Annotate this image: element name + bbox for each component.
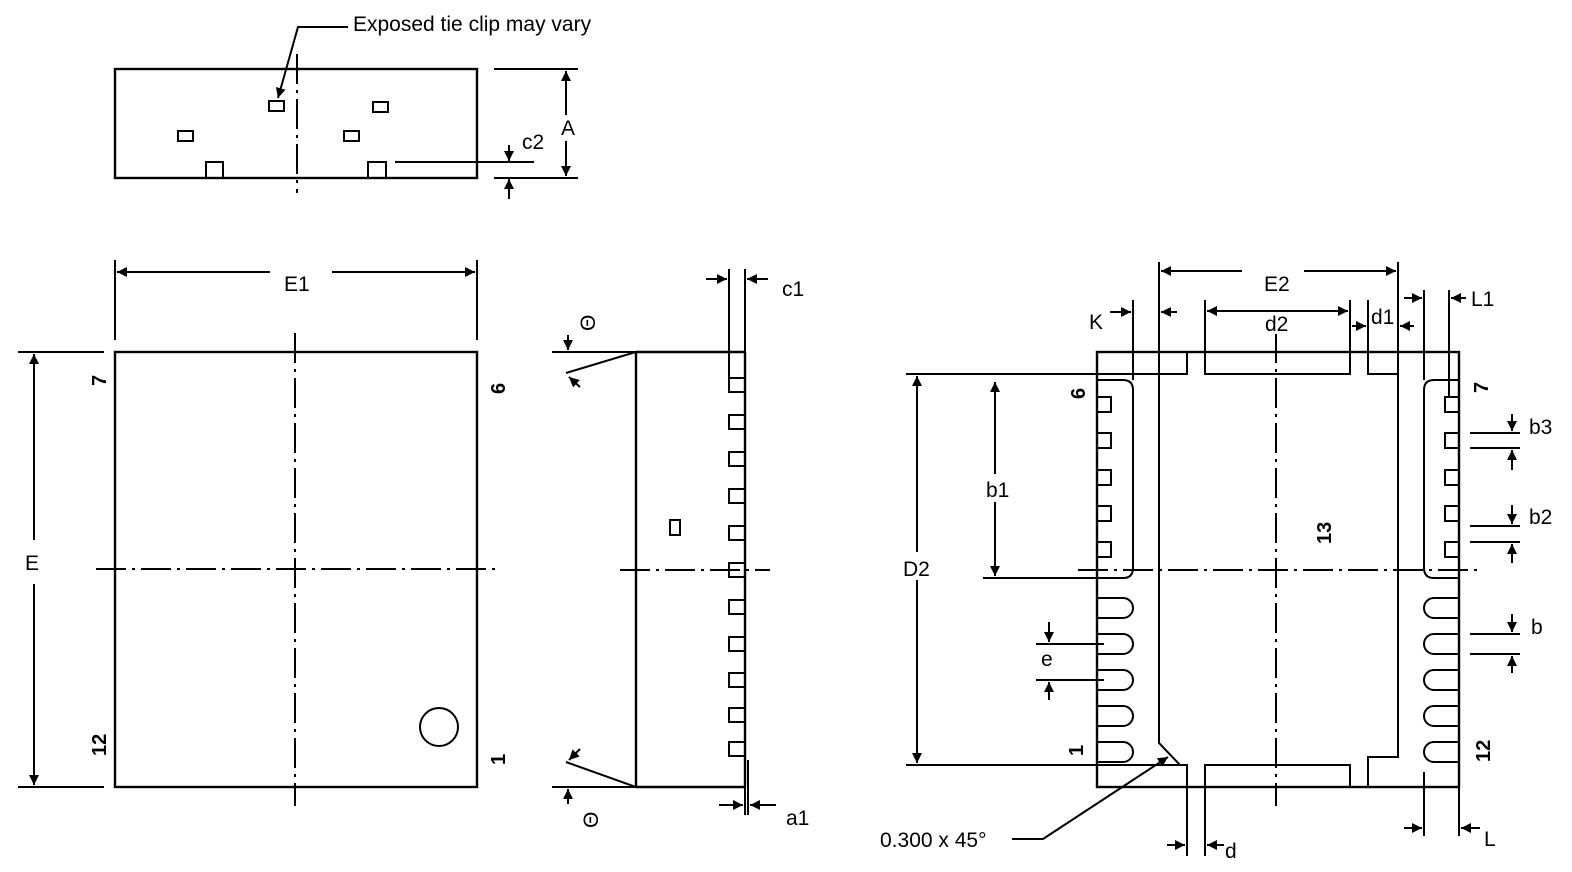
lead-pad [1096,505,1112,522]
pin-label-1: 1 [1066,745,1088,756]
lead-pad [1444,469,1460,486]
lead-u [1097,705,1134,727]
left-lead-frame [1097,379,1134,579]
lead-u [1097,597,1134,619]
lead-u [1097,633,1134,655]
lead-slot [728,562,746,578]
dim-label-c2: c2 [522,131,544,154]
dim-label-k: K [1089,311,1103,334]
lead-slot [728,525,746,541]
pin-label-12: 12 [89,734,111,756]
dim-label-c1: c1 [782,278,804,301]
top-view: E1 E 7 6 12 1 [18,260,510,806]
chamfer-note: 0.300 x 45° [880,829,986,852]
pin-label-7: 7 [1471,382,1493,393]
lead-pad [1444,541,1460,558]
pin-label-6: 6 [1068,388,1090,399]
bottom-view: 6 7 1 12 13 E2 K d2 d1 L1 [880,258,1552,863]
lead-u [1423,705,1459,727]
lead-slot [728,741,746,757]
theta-arrow [568,376,581,388]
dim-label-l: L [1484,828,1496,851]
right-lead-frame [1423,379,1459,579]
tie-clip [268,100,285,112]
lead-slot [728,414,746,430]
pin-label-1: 1 [488,754,510,765]
dim-label-d2-vertical: D2 [903,558,930,581]
dim-label-e-pitch: e [1041,648,1053,671]
dim-label-b1: b1 [986,479,1009,502]
tie-clip [372,101,389,113]
lead-slot [728,377,746,393]
tie-clip [177,130,194,142]
dim-label-a1: a1 [786,807,809,830]
dim-label-b2: b2 [1529,506,1552,529]
tie-clip-note: Exposed tie clip may vary [353,13,592,36]
lead-pad [1444,505,1460,522]
lead-u [1423,633,1459,655]
draft-angle-line [565,351,637,374]
lead-u [1423,741,1459,763]
dim-label-d: d [1225,840,1237,863]
side-view: Exposed tie clip may vary A c2 [113,13,592,199]
dim-label-e1: E1 [284,273,310,296]
exposed-pad [1158,352,1399,787]
pin-label-13: 13 [1314,522,1336,544]
chamfer-leader [1012,756,1169,840]
dim-label-theta-bottom: Θ [580,812,603,828]
tie-clip [669,519,681,536]
dim-label-d1: d1 [1371,306,1394,329]
dim-label-d2: d2 [1265,313,1288,336]
pin1-indicator [419,707,459,747]
lead-slot [728,599,746,615]
lead-u [1423,597,1459,619]
theta-arrow [568,748,581,761]
lead-pad [1096,432,1112,449]
dim-label-e: E [25,552,39,575]
lead-foot [367,161,387,178]
lead-foot [205,161,224,178]
dim-label-a: A [561,117,575,140]
lead-pad [1096,469,1112,486]
pin-label-6: 6 [488,383,510,394]
dim-label-b: b [1531,616,1543,639]
lead-slot [728,488,746,504]
dim-label-e2: E2 [1264,273,1290,296]
dim-label-theta-top: Θ [577,315,600,331]
lead-pad [1444,396,1460,413]
lead-u [1423,669,1459,691]
dim-label-b3: b3 [1529,416,1552,439]
lead-pad [1096,541,1112,558]
lead-slot [728,707,746,723]
tie-clip-leader [275,26,348,99]
draft-angle-line [565,761,637,788]
lead-slot [728,672,746,688]
lead-u [1097,669,1134,691]
dim-label-l1: L1 [1471,288,1494,311]
lead-pad [1444,432,1460,449]
tie-clip [343,130,360,142]
lead-slot [728,451,746,467]
pin-label-7: 7 [89,375,111,386]
pin-label-12: 12 [1473,740,1495,762]
end-view: Θ Θ c1 a1 [552,269,809,830]
lead-pad [1096,396,1112,413]
lead-u [1097,741,1134,763]
lead-slot [728,636,746,652]
